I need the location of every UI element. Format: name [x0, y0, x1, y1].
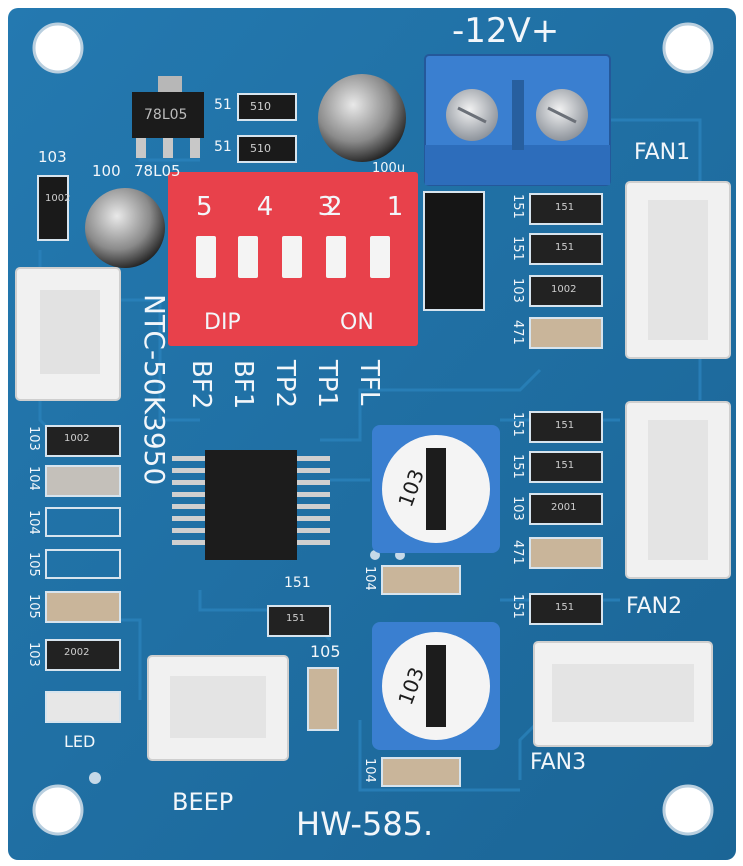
fan3-label: FAN3	[530, 750, 587, 775]
dip-numbers-left: 5 4 3	[196, 192, 353, 222]
right1-smd-1002: 1002	[551, 284, 577, 295]
right1-smd-151-b: 151	[555, 242, 575, 253]
capacitor-100	[85, 188, 165, 268]
voltage-regulator	[132, 76, 204, 158]
power-terminal-block	[424, 54, 611, 186]
right2-smd-151-b: 151	[555, 460, 575, 471]
ic-chip	[172, 450, 330, 560]
left-smd-2002: 2002	[64, 647, 90, 658]
left-label-5: 103	[26, 642, 41, 667]
dip-switch-toggles[interactable]	[196, 236, 390, 278]
left-label-1: 104	[26, 466, 41, 491]
right2-smd-2001: 2001	[551, 502, 577, 513]
capacitor-104-b	[381, 757, 461, 787]
fan3-connector[interactable]	[533, 641, 713, 747]
resistor-1002	[37, 175, 69, 241]
right1-label-3: 471	[510, 320, 525, 345]
voltage-label: -12V+	[452, 11, 560, 51]
fan1-label: FAN1	[634, 140, 691, 165]
label-103-top: 103	[38, 148, 67, 166]
r1002-marking: 1002	[45, 193, 71, 204]
channel-label-tp1: TP1	[312, 360, 342, 409]
right-smd-group-1	[529, 193, 603, 349]
label-cap-100: 100	[92, 162, 121, 180]
dip-numbers-right: 2 1	[326, 192, 422, 222]
left-smd-1002: 1002	[64, 433, 90, 444]
mounting-holes	[32, 22, 714, 836]
right1-label-2: 103	[510, 278, 525, 303]
left-smd-column	[45, 425, 121, 723]
label-cap-100u: 100u	[372, 161, 406, 176]
fan2-connector[interactable]	[625, 401, 731, 579]
dip-label: DIP	[204, 310, 241, 335]
regulator-marking: 78L05	[144, 107, 188, 123]
resistor-151-marking: 151	[286, 613, 306, 624]
channel-label-bf2: BF2	[186, 360, 216, 410]
label-105: 105	[310, 642, 341, 661]
right2-label-0: 151	[510, 412, 525, 437]
right2-label-2: 103	[510, 496, 525, 521]
fan2-label: FAN2	[626, 594, 683, 619]
capacitor-100u	[318, 74, 406, 162]
label-104-pot2: 104	[362, 758, 377, 783]
sensor-connector[interactable]	[15, 267, 121, 401]
dip-switch[interactable]	[168, 172, 418, 346]
channel-label-bf1: BF1	[228, 360, 258, 410]
right2-label-1: 151	[510, 454, 525, 479]
label-51-b: 51	[214, 139, 232, 155]
beep-label: BEEP	[172, 788, 234, 816]
right2-label-3: 471	[510, 540, 525, 565]
resistor-510-pair	[237, 93, 297, 163]
led-indicator	[45, 691, 121, 723]
led-label: LED	[64, 732, 96, 751]
smd-diode	[423, 191, 485, 311]
right2-smd-151-a: 151	[555, 420, 575, 431]
potentiometer-1[interactable]	[372, 425, 500, 553]
channel-label-tp2: TP2	[270, 360, 300, 409]
dip-on-label: ON	[340, 310, 374, 335]
left-label-0: 103	[26, 426, 41, 451]
channel-label-tfl: TFL	[354, 360, 384, 406]
potentiometer-2[interactable]	[372, 622, 500, 750]
right2-smd-151-c: 151	[555, 602, 575, 613]
left-label-3: 105	[26, 552, 41, 577]
r510-a-marking: 510	[250, 100, 271, 113]
resistor-151	[267, 605, 331, 637]
regulator-label: 78L05	[134, 162, 181, 180]
right1-smd-151-a: 151	[555, 202, 575, 213]
model-label: HW-585.	[296, 805, 434, 843]
label-51-a: 51	[214, 97, 232, 113]
left-label-2: 104	[26, 510, 41, 535]
right1-label-1: 151	[510, 236, 525, 261]
r510-b-marking: 510	[250, 142, 271, 155]
sensor-label: NTC-50K3950	[138, 294, 171, 486]
capacitor-104-a	[381, 565, 461, 595]
left-label-4: 105	[26, 594, 41, 619]
right2-label-bottom: 151	[510, 594, 525, 619]
right1-label-0: 151	[510, 194, 525, 219]
fan1-connector[interactable]	[625, 181, 731, 359]
right-smd-group-2	[529, 411, 603, 625]
label-151-chip: 151	[284, 575, 311, 591]
capacitor-105	[307, 667, 339, 731]
label-104-pot1: 104	[362, 566, 377, 591]
beep-connector[interactable]	[147, 655, 289, 761]
